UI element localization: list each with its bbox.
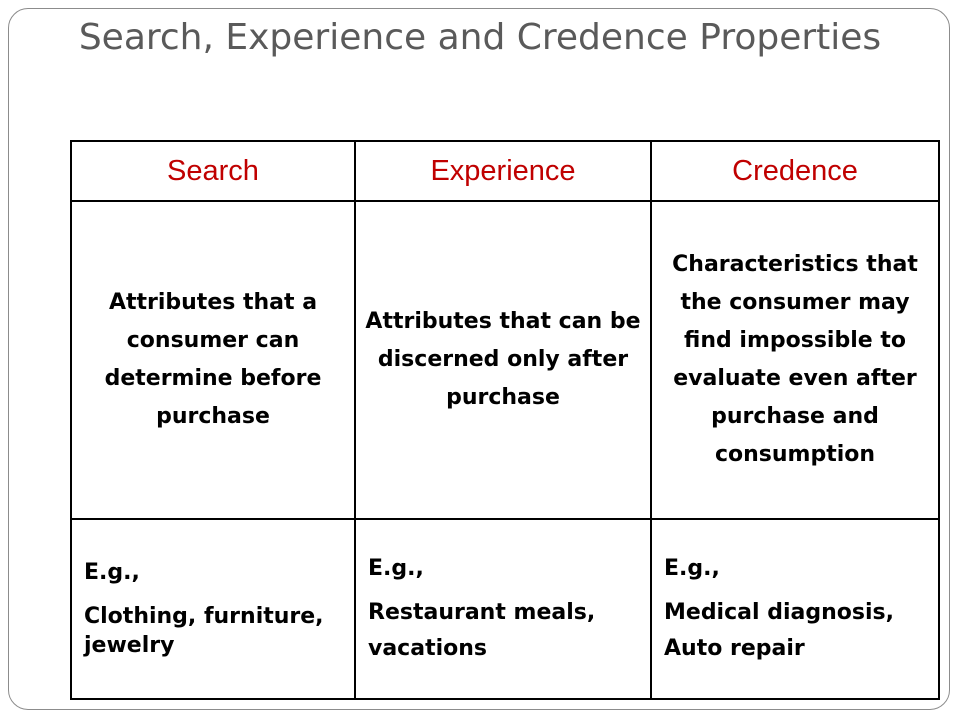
slide-title: Search, Experience and Credence Properti… <box>78 17 882 58</box>
table-row-examples: E.g., Clothing, furniture, jewelry E.g.,… <box>70 518 940 700</box>
credence-examples-text-1: Medical diagnosis, <box>664 600 894 625</box>
experience-description: Attributes that can be discerned only af… <box>354 200 652 520</box>
header-credence: Credence <box>650 140 940 202</box>
credence-examples-text-2: Auto repair <box>664 636 805 661</box>
credence-examples: E.g., Medical diagnosis, Auto repair <box>650 518 940 700</box>
header-search: Search <box>70 140 356 202</box>
header-experience: Experience <box>354 140 652 202</box>
properties-table: Search Experience Credence Attributes th… <box>70 140 940 700</box>
table-header-row: Search Experience Credence <box>70 140 940 202</box>
credence-examples-lead: E.g., <box>664 556 720 581</box>
credence-description: Characteristics that the consumer may fi… <box>650 200 940 520</box>
search-examples-text: Clothing, furniture, jewelry <box>84 603 324 658</box>
table-row-descriptions: Attributes that a consumer can determine… <box>70 200 940 520</box>
search-examples-lead: E.g., <box>84 559 140 585</box>
experience-examples-text-2: vacations <box>368 636 488 661</box>
search-description: Attributes that a consumer can determine… <box>70 200 356 520</box>
search-examples: E.g., Clothing, furniture, jewelry <box>70 518 356 700</box>
experience-examples-lead: E.g., <box>368 556 424 581</box>
experience-examples: E.g., Restaurant meals, vacations <box>354 518 652 700</box>
experience-examples-text-1: Restaurant meals, <box>368 600 596 625</box>
